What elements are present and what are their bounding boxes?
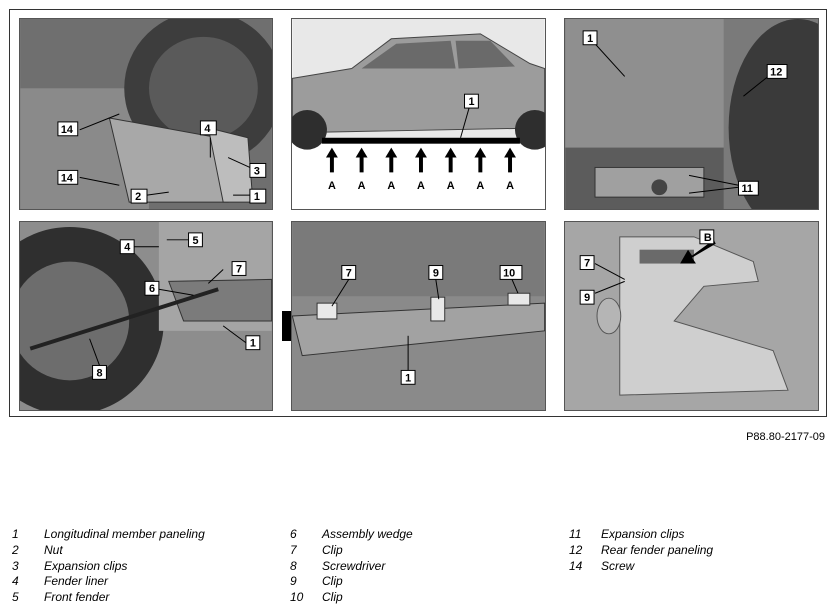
figure-reference-code: P88.80-2177-09	[746, 431, 825, 443]
front-wheel-arch-illustration: 14 4 3 14 2 1	[20, 19, 272, 209]
car-side-illustration: 1 A A A A A A A	[292, 19, 545, 192]
rear-wheel-illustration: 1 12 11	[565, 19, 818, 209]
callout-1: 1	[254, 191, 260, 203]
callout-11: 11	[741, 183, 753, 195]
callout-1: 1	[468, 96, 474, 108]
callout-a4: A	[417, 180, 425, 192]
panel-clip-detail: B 7 9	[564, 221, 819, 411]
callout-a6: A	[476, 180, 484, 192]
sill-clips-illustration: 7 9 10 1	[292, 222, 545, 385]
callout-a2: A	[358, 180, 366, 192]
callout-7: 7	[236, 263, 242, 275]
callout-6: 6	[149, 283, 155, 295]
panel-sill-clips: 7 9 10 1	[291, 221, 546, 411]
callout-1: 1	[250, 338, 256, 350]
callout-1: 1	[587, 33, 593, 45]
callout-7: 7	[346, 267, 352, 279]
callout-a1: A	[328, 180, 336, 192]
callout-14: 14	[61, 124, 73, 136]
callout-9: 9	[433, 267, 439, 279]
panel-assembly-wedge: 5 4 7 6 1 8	[19, 221, 273, 411]
clip-detail-illustration: B 7 9	[565, 222, 818, 410]
panel-rear-wheel-area: 1 12 11	[564, 18, 819, 210]
callout-8: 8	[97, 367, 103, 379]
panel-car-side-view: 1 A A A A A A A	[291, 18, 546, 210]
callout-1: 1	[405, 372, 411, 384]
callout-4: 4	[124, 242, 130, 254]
arrow-row	[325, 147, 516, 173]
callout-9: 9	[584, 292, 590, 304]
callout-12: 12	[770, 66, 782, 78]
callout-5: 5	[193, 235, 199, 247]
callout-7: 7	[584, 258, 590, 270]
figure-frame: 14 4 3 14 2 1	[9, 9, 827, 417]
assembly-wedge-illustration: 5 4 7 6 1 8	[20, 222, 272, 410]
callout-a5: A	[447, 180, 455, 192]
callout-b: B	[704, 232, 712, 244]
callout-a7: A	[506, 180, 514, 192]
panel-front-wheel-arch: 14 4 3 14 2 1	[19, 18, 273, 210]
callout-14b: 14	[61, 172, 73, 184]
callout-3: 3	[254, 165, 260, 177]
callout-a3: A	[387, 180, 395, 192]
callout-4: 4	[204, 123, 210, 135]
callout-2: 2	[135, 191, 141, 203]
callout-10: 10	[503, 267, 515, 279]
